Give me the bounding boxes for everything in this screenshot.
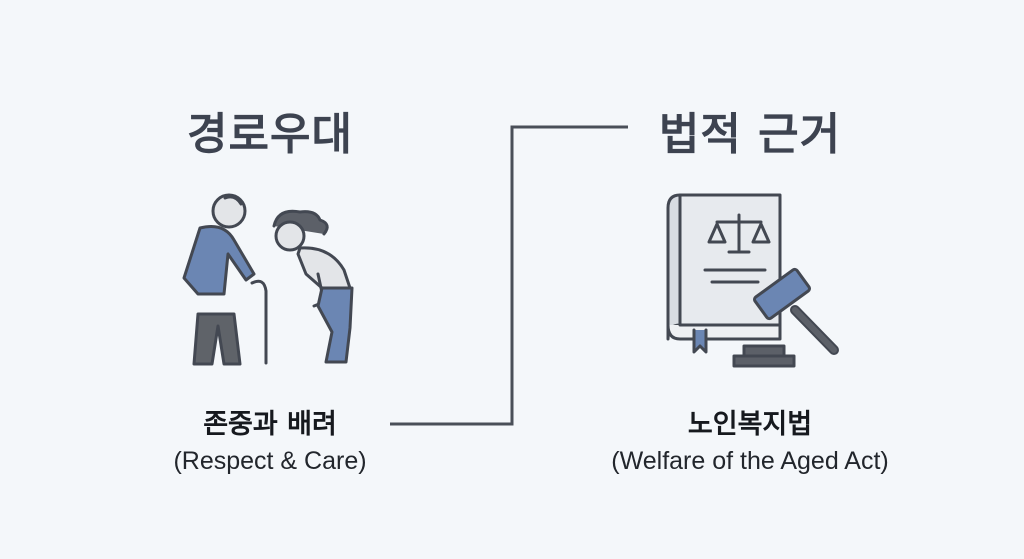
right-label: 노인복지법	[687, 409, 813, 440]
left-sublabel: (Respect & Care)	[173, 447, 367, 475]
left-label: 존중과 배려	[203, 409, 337, 440]
right-sublabel: (Welfare of the Aged Act)	[611, 447, 889, 475]
right-title: 법적 근거	[658, 109, 842, 160]
left-title: 경로우대	[187, 109, 353, 160]
